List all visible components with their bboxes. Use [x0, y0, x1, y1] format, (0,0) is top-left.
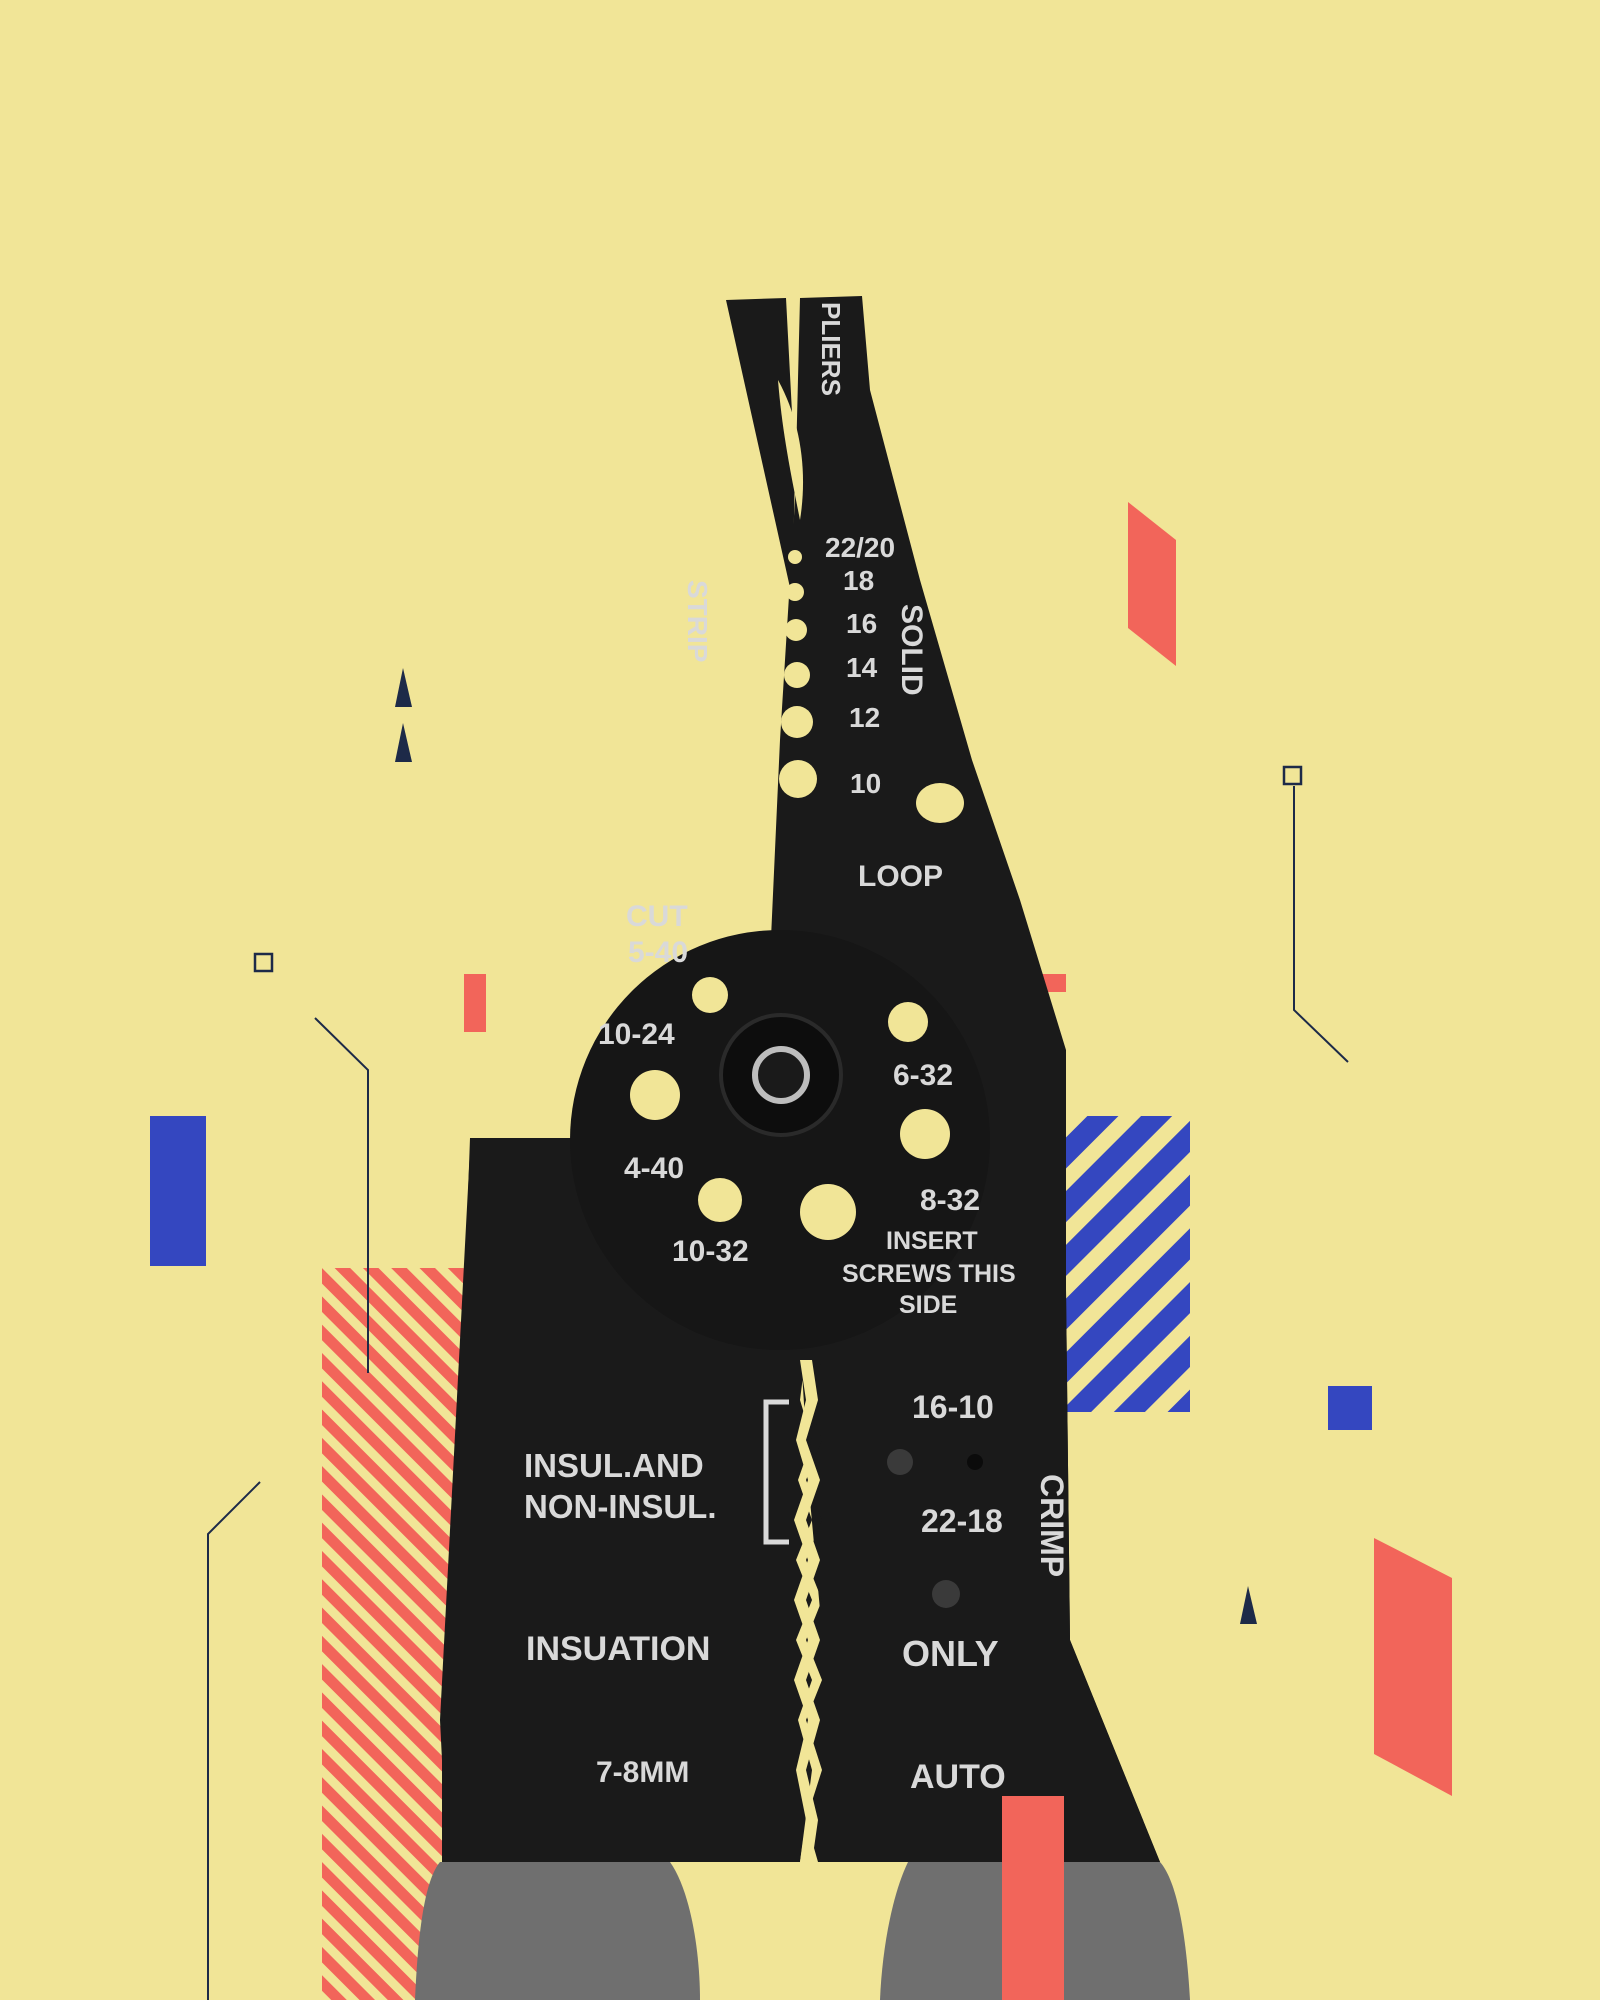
jaw-slit: [778, 380, 804, 520]
strip-hole-18: [786, 583, 804, 601]
label-gauge-16: 16: [846, 608, 877, 639]
screw-hole-10-32: [800, 1184, 856, 1240]
left-handle-grip: [415, 1862, 700, 2000]
label-cut: CUT: [626, 900, 688, 933]
crimp-dot-large: [887, 1449, 913, 1475]
label-insul-line1: INSUL.AND: [524, 1447, 704, 1484]
coral-parallelogram-right: [1374, 1538, 1452, 1796]
strip-hole-14: [784, 662, 810, 688]
pivot-plate: [570, 930, 990, 1350]
label-pliers: PLIERS: [816, 302, 846, 396]
circuit-line-left-lower: [207, 1481, 261, 2000]
circuit-line-left-upper: [314, 1017, 369, 1373]
label-screw-10-24: 10-24: [598, 1018, 675, 1051]
crimp-dot-lower: [932, 1580, 960, 1608]
outline-square-right: [1282, 765, 1303, 786]
navy-triangle-lower: [395, 723, 412, 762]
jaw-gap: [794, 1360, 820, 1862]
label-gauge-18: 18: [843, 565, 874, 596]
strip-hole-12: [781, 706, 813, 738]
screw-hole-10-24: [630, 1070, 680, 1120]
loop-hole: [916, 783, 964, 823]
crimp-dot-small: [967, 1454, 983, 1470]
coral-small-bar: [464, 974, 486, 1032]
screw-hole-4-40: [698, 1178, 742, 1222]
label-screw-4-40: 4-40: [624, 1152, 684, 1185]
label-screw-5-40: 5-40: [628, 936, 688, 969]
label-solid: SOLID: [895, 604, 928, 696]
label-crimp: CRIMP: [1034, 1474, 1070, 1577]
insul-bracket: [763, 1399, 789, 1545]
label-gauge-14: 14: [846, 652, 878, 683]
label-gauge-12: 12: [849, 702, 880, 733]
strip-hole-10: [779, 760, 817, 798]
coral-bar-foreground: [1002, 1796, 1064, 2000]
navy-triangle-right: [1240, 1586, 1257, 1624]
outline-square-left: [253, 952, 274, 973]
label-strip: STRIP: [682, 580, 713, 662]
label-crimp-16-10: 16-10: [912, 1389, 994, 1425]
navy-triangle-upper: [395, 668, 412, 707]
label-auto: AUTO: [910, 1758, 1006, 1796]
label-gauge-10: 10: [850, 768, 881, 799]
label-screw-8-32: 8-32: [920, 1184, 980, 1217]
pivot-nut-hole: [752, 1046, 810, 1104]
strip-hole-16: [785, 619, 807, 641]
label-insuation: INSUATION: [526, 1630, 710, 1668]
label-insert-line2: SCREWS THIS: [842, 1260, 1016, 1288]
label-loop: LOOP: [858, 860, 943, 893]
blue-striped-block: [1066, 1116, 1190, 1412]
label-gauge-22-20: 22/20: [825, 532, 895, 563]
screw-hole-6-32: [888, 1002, 928, 1042]
label-screw-6-32: 6-32: [893, 1059, 953, 1092]
label-mm: 7-8MM: [596, 1756, 689, 1789]
circuit-line-right: [1293, 786, 1349, 1063]
screw-hole-8-32: [900, 1109, 950, 1159]
label-screw-10-32: 10-32: [672, 1235, 749, 1268]
strip-hole-22-20: [788, 550, 802, 564]
screw-hole-5-40: [692, 977, 728, 1013]
label-insert-line1: INSERT: [886, 1227, 978, 1255]
label-crimp-22-18: 22-18: [921, 1503, 1003, 1539]
coral-parallelogram-top: [1128, 502, 1176, 666]
lower-jaw-right: [806, 1138, 1160, 1862]
blue-square-right: [1328, 1386, 1372, 1430]
blue-block-left: [150, 1116, 206, 1266]
label-insul-line2: NON-INSUL.: [524, 1488, 717, 1525]
label-only: ONLY: [902, 1633, 999, 1674]
label-insert-line3: SIDE: [899, 1291, 957, 1319]
